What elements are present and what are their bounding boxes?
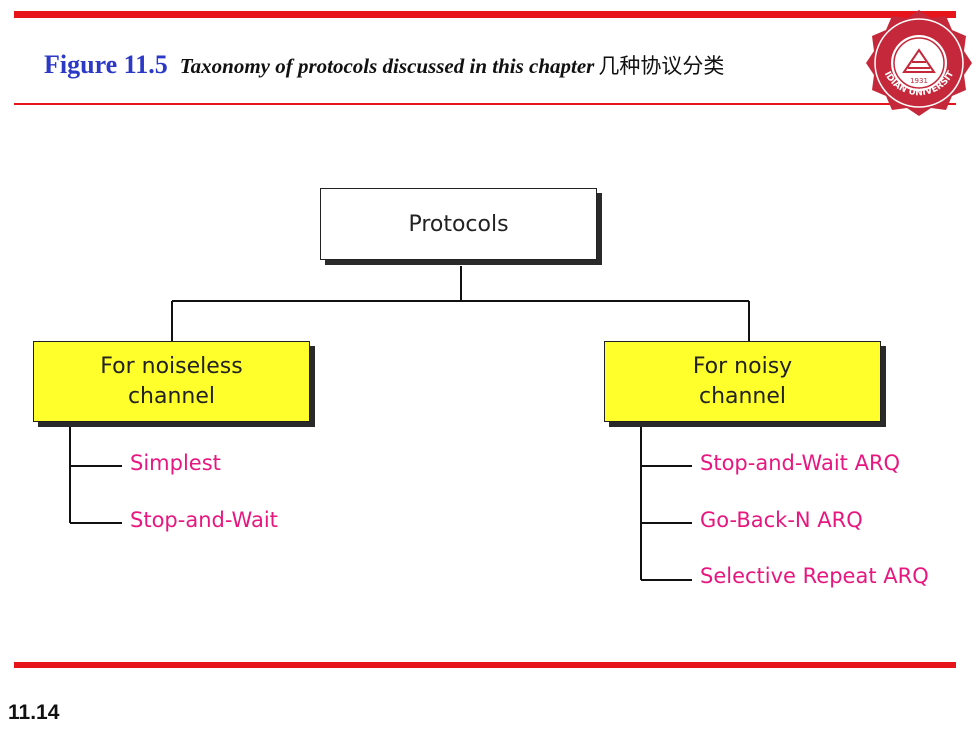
- figure-title: Figure 11.5 Taxonomy of protocols discuss…: [44, 50, 724, 80]
- leaf-selective-repeat-arq: Selective Repeat ARQ: [700, 564, 929, 588]
- top-thin-rule: [14, 103, 956, 105]
- protocols-root-label: Protocols: [408, 211, 509, 237]
- figure-caption-cjk: 几种协议分类: [598, 54, 725, 78]
- figure-caption: Taxonomy of protocols discussed in this …: [179, 54, 595, 78]
- top-thick-rule: [14, 11, 956, 18]
- noisy-channel-label-line2: channel: [698, 383, 787, 409]
- university-seal-icon: XIDIAN UNIVERSITY 1931: [864, 8, 972, 116]
- noiseless-channel-label-line2: channel: [127, 383, 216, 409]
- leaf-stop-and-wait: Stop-and-Wait: [130, 508, 278, 532]
- seal-year: 1931: [910, 77, 928, 85]
- leaf-go-back-n-arq: Go-Back-N ARQ: [700, 508, 863, 532]
- page-number: 11.14: [8, 701, 60, 724]
- leaf-simplest: Simplest: [130, 451, 221, 475]
- leaf-stop-and-wait-arq: Stop-and-Wait ARQ: [700, 451, 901, 475]
- noisy-channel-label-line1: For noisy: [692, 353, 793, 379]
- noiseless-channel-label-line1: For noiseless: [100, 353, 243, 379]
- bottom-rule: [14, 662, 956, 668]
- noiseless-channel-box: For noiseless channel: [33, 341, 310, 422]
- protocols-root-box: Protocols: [320, 188, 597, 260]
- figure-label: Figure 11.5: [44, 50, 168, 79]
- noisy-channel-box: For noisy channel: [604, 341, 881, 422]
